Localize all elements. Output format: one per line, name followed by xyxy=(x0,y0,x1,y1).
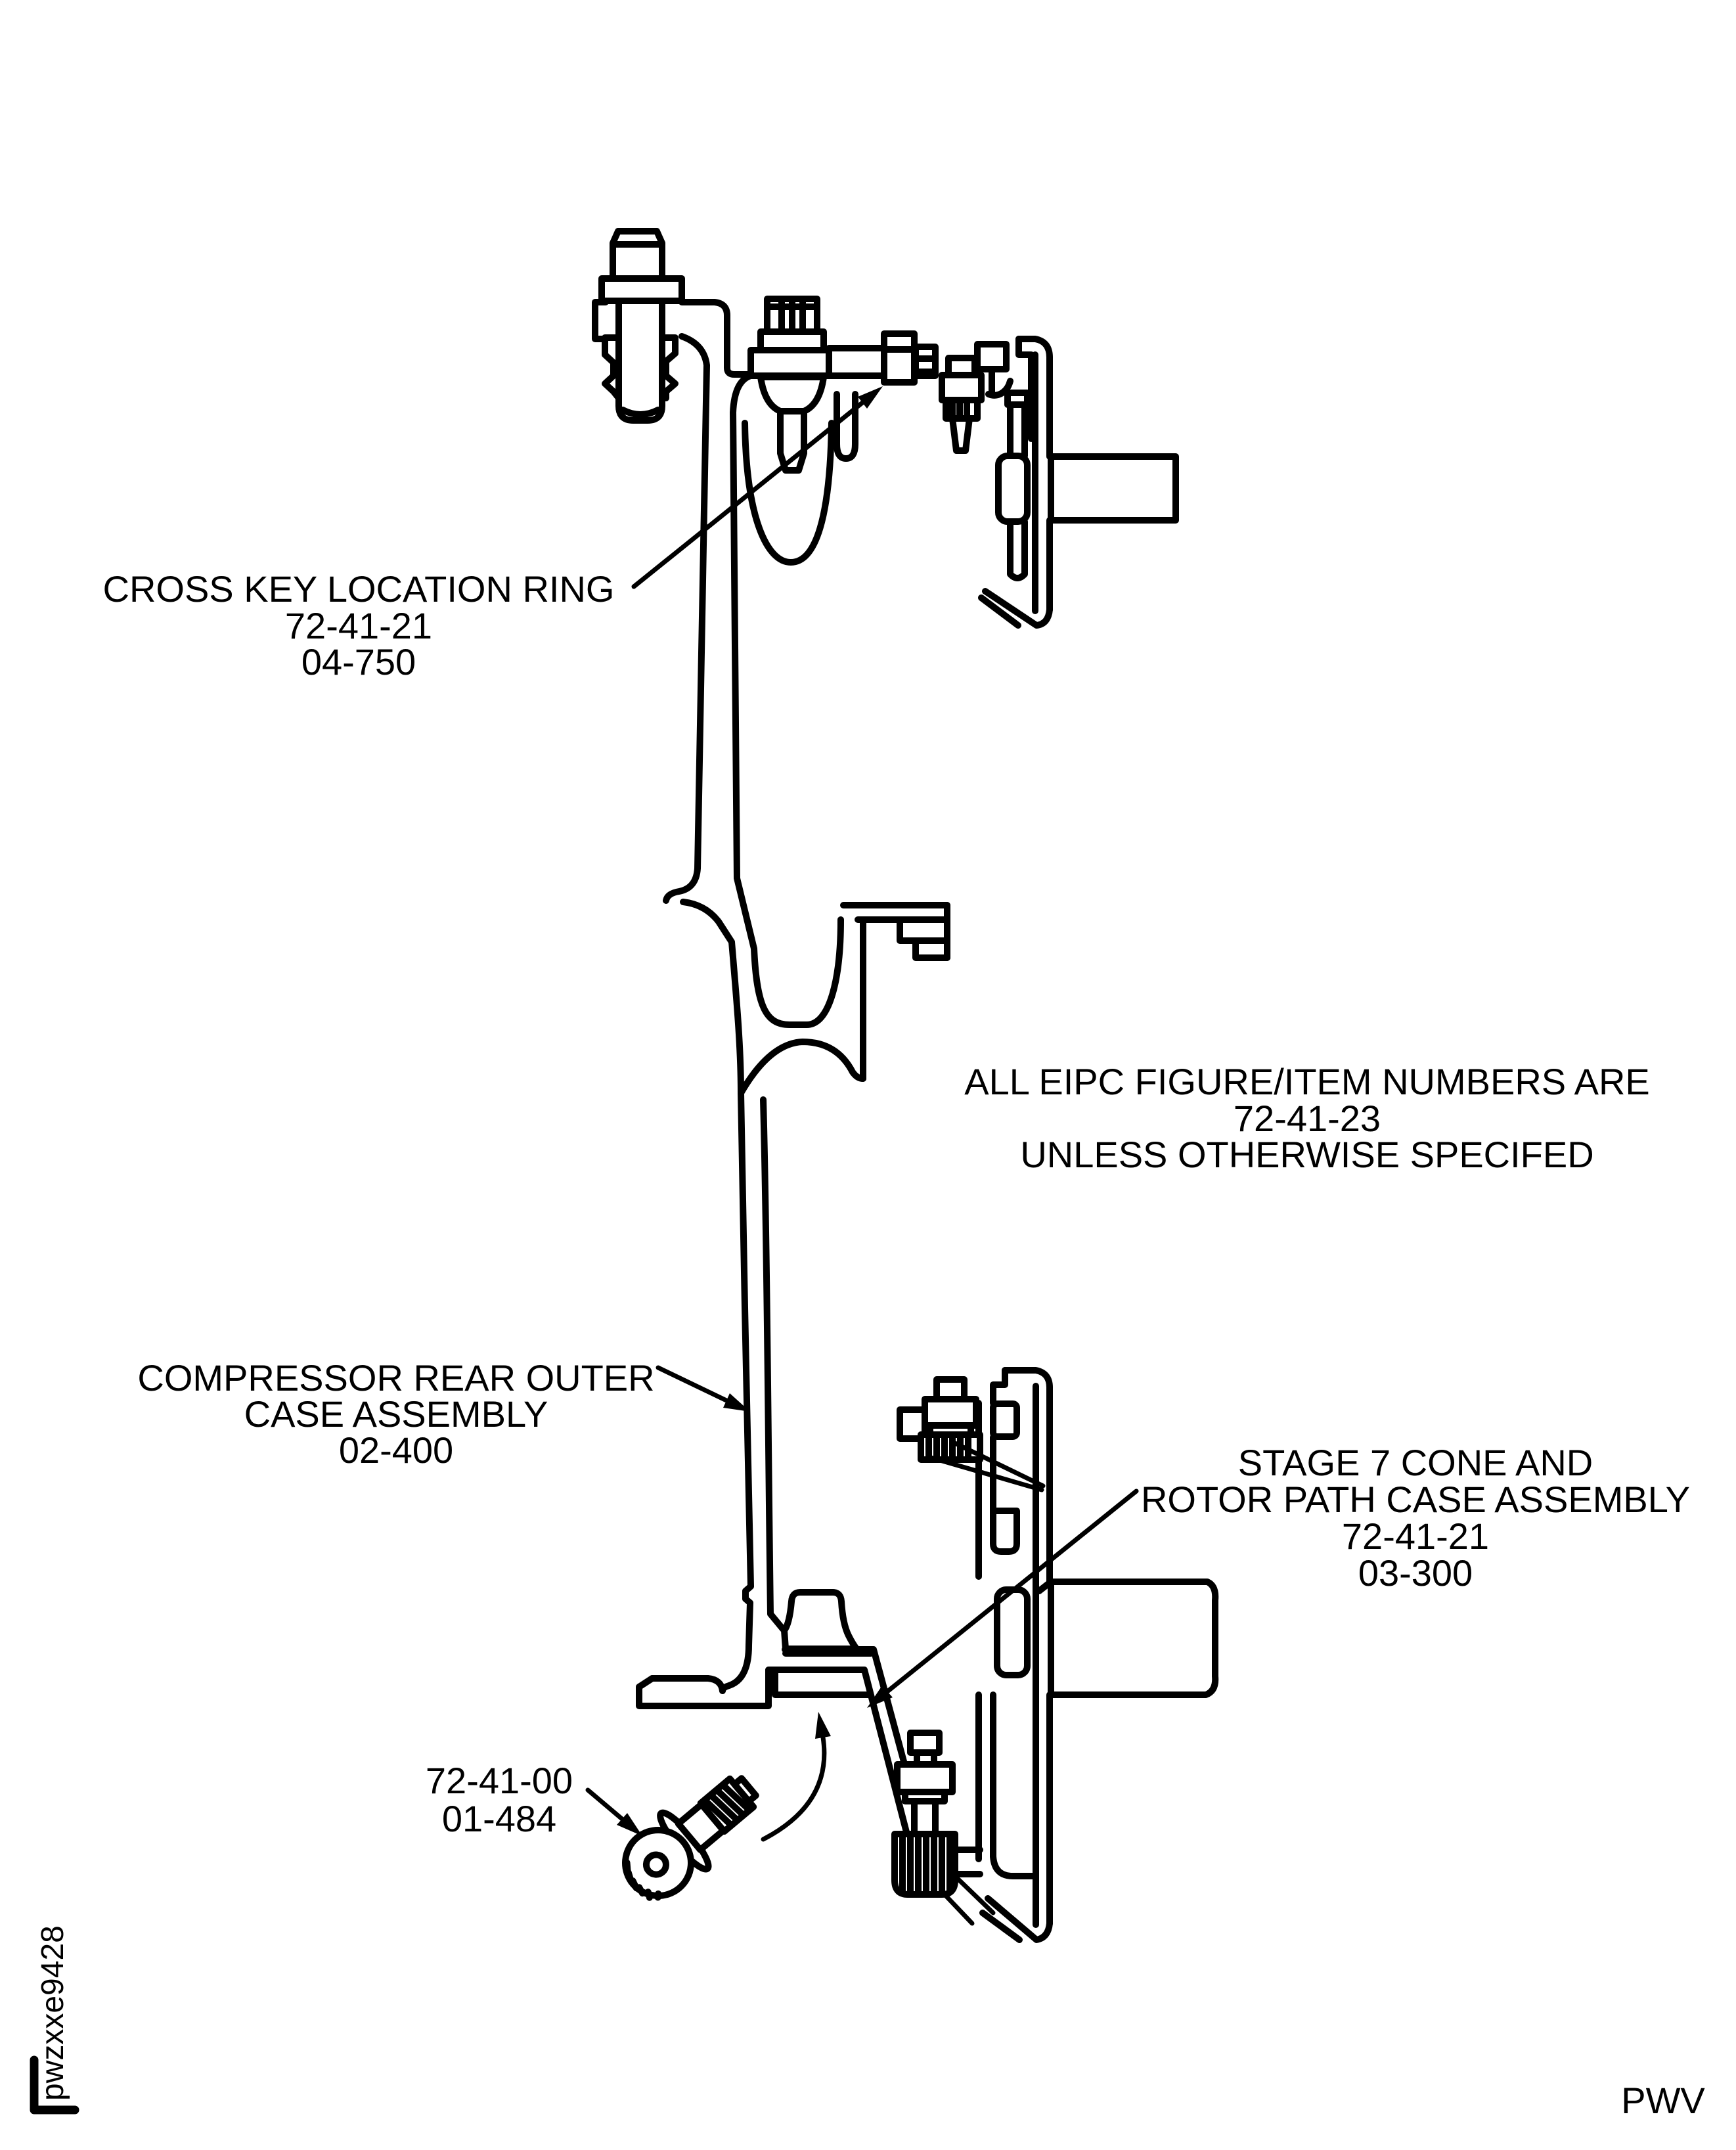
foot-top-edge xyxy=(649,1675,726,1694)
compressor-label-line2: CASE ASSEMBLY xyxy=(244,1393,548,1435)
lower-plate-bottom-diag2 xyxy=(979,1910,1023,1943)
stud-hex-flange xyxy=(747,347,832,379)
cross-key-block xyxy=(881,330,918,386)
callout-stage7-cone: STAGE 7 CONE AND ROTOR PATH CASE ASSEMBL… xyxy=(1141,1442,1690,1594)
stage7-label-line2: ROTOR PATH CASE ASSEMBLY xyxy=(1141,1479,1690,1520)
flange-bolt-hex xyxy=(922,1396,979,1429)
cross-key-leader-line xyxy=(631,400,865,589)
lower-plate-unotch xyxy=(990,1508,1020,1555)
footer-marks: pwzxxe9428 PWV xyxy=(30,1925,1705,2121)
stud-slot-curve xyxy=(834,391,858,462)
callout-compressor-case: COMPRESSOR REAR OUTER CASE ASSEMBLY 02-4… xyxy=(137,1357,654,1471)
lower-plate-bottom-taper xyxy=(985,1895,1053,1943)
bolt-ref-line2: 01-484 xyxy=(442,1798,556,1839)
lower-shaft xyxy=(1048,1579,1219,1698)
eipc-note-line3: UNLESS OTHERWISE SPECIFED xyxy=(1020,1134,1593,1175)
upper-plate-window xyxy=(995,453,1031,525)
stud-spline-ribs xyxy=(764,297,820,334)
plug-bolt-flange xyxy=(598,275,685,304)
upper-plate-bottom-diag2 xyxy=(978,594,1021,629)
cross-key-label-line3: 04-750 xyxy=(301,641,416,683)
lower-plate-below-pair xyxy=(975,1691,996,1862)
right-fastener-tip xyxy=(949,415,973,454)
stud-taper-nut xyxy=(757,374,827,414)
bottom-bolt-barrel-ribs xyxy=(899,1833,953,1898)
right-fastener-rib-lines xyxy=(949,398,970,420)
artwork-stamp: pwzxxe9428 xyxy=(35,1925,70,2101)
stage7-label-line1: STAGE 7 CONE AND xyxy=(1238,1442,1593,1483)
bottom-bolt-shank xyxy=(911,1798,939,1837)
compressor-label-line3: 02-400 xyxy=(339,1429,453,1471)
bolt-head-hole xyxy=(642,1851,669,1878)
bolt-ref-arrowhead xyxy=(617,1813,642,1836)
top-fastener-cluster xyxy=(592,228,1013,566)
right-clamp-hook xyxy=(985,378,1013,399)
right-clamp-block xyxy=(974,341,1010,372)
compressor-label-line1: COMPRESSOR REAR OUTER xyxy=(137,1357,654,1399)
upper-column-bottom xyxy=(1007,518,1028,581)
leader-arrows xyxy=(585,386,1139,1842)
detached-bolt xyxy=(622,1775,759,1901)
upper-shaft xyxy=(1048,453,1179,524)
top-bracket-line xyxy=(679,299,754,378)
compressor-leader-line xyxy=(656,1365,729,1403)
compressor-case-wall xyxy=(663,333,866,1694)
bolt-thread-lines xyxy=(702,1782,752,1828)
stage7-label-line4: 03-300 xyxy=(1358,1552,1473,1594)
lower-plate-hook xyxy=(990,1853,1039,1879)
upper-column-top xyxy=(1007,401,1028,459)
upper-plate-bottom-taper xyxy=(982,588,1053,629)
bolt-install-arrowhead xyxy=(815,1712,831,1739)
callout-bolt-ref: 72-41-00 01-484 xyxy=(426,1760,573,1839)
callout-eipc-note: ALL EIPC FIGURE/ITEM NUMBERS ARE 72-41-2… xyxy=(964,1061,1649,1175)
bolt-head-ribs xyxy=(623,1859,662,1901)
compressor-arrowhead xyxy=(723,1393,750,1412)
plug-bolt-body xyxy=(615,298,665,424)
lower-flange-assembly xyxy=(891,1367,1219,1943)
cross-key-label-line2: 72-41-21 xyxy=(285,605,432,646)
stage7-label-line3: 72-41-21 xyxy=(1342,1515,1489,1557)
stage7-arrowhead xyxy=(867,1686,893,1708)
eipc-note-line1: ALL EIPC FIGURE/ITEM NUMBERS ARE xyxy=(964,1061,1649,1102)
case-wall-lower-inner xyxy=(760,1096,786,1632)
lower-plate-notch1 xyxy=(990,1400,1020,1440)
bolt-ref-line1: 72-41-00 xyxy=(426,1760,573,1801)
bolt-ref-leader-line xyxy=(585,1787,625,1822)
mid-bracket-step1 xyxy=(897,916,950,944)
lower-plate-top xyxy=(1002,1367,1053,1391)
cross-key-label-line1: CROSS KEY LOCATION RING xyxy=(103,568,615,610)
right-clamp-steps xyxy=(659,334,679,401)
case-wall-lower-outer xyxy=(719,1090,754,1694)
eipc-note-line2: 72-41-23 xyxy=(1234,1098,1381,1139)
flange-bolt-wedge xyxy=(926,1440,1046,1492)
bottom-bolt-braces xyxy=(943,1875,996,1926)
lower-shaft-jog xyxy=(1036,1579,1054,1594)
mid-case-bracket xyxy=(840,902,950,1082)
cross-key-arrowhead xyxy=(858,386,883,409)
corner-crop-mark xyxy=(30,2055,79,2115)
lower-plate-top-step xyxy=(990,1367,1008,1406)
left-clamp-plate xyxy=(592,299,622,401)
plug-bolt-bottom-arc xyxy=(619,407,661,418)
flange-bolt-spline-ribs xyxy=(925,1433,971,1462)
bottom-bolt-hex xyxy=(894,1761,956,1795)
callout-cross-key: CROSS KEY LOCATION RING 72-41-21 04-750 xyxy=(103,568,615,683)
upper-plate-notch xyxy=(1015,336,1035,442)
right-fastener-body xyxy=(939,372,985,403)
bolt-tip xyxy=(731,1775,759,1805)
case-wall-outer-line xyxy=(663,333,710,904)
stud-pocket-curve xyxy=(742,420,835,566)
stage7-boss xyxy=(781,1589,860,1652)
case-wall-lip-hook xyxy=(680,899,744,1096)
bolt-install-curve xyxy=(761,1735,827,1842)
page-code: PWV xyxy=(1621,2080,1705,2121)
upper-column-cap xyxy=(1004,390,1031,408)
foot-outline xyxy=(636,1667,872,1709)
case-wall-scallop xyxy=(738,1039,866,1096)
upper-flange-assembly xyxy=(978,336,1179,629)
case-wall-inner-line xyxy=(730,372,844,1028)
stage7-leader-line xyxy=(885,1489,1139,1694)
mid-bracket-step2 xyxy=(912,937,950,961)
